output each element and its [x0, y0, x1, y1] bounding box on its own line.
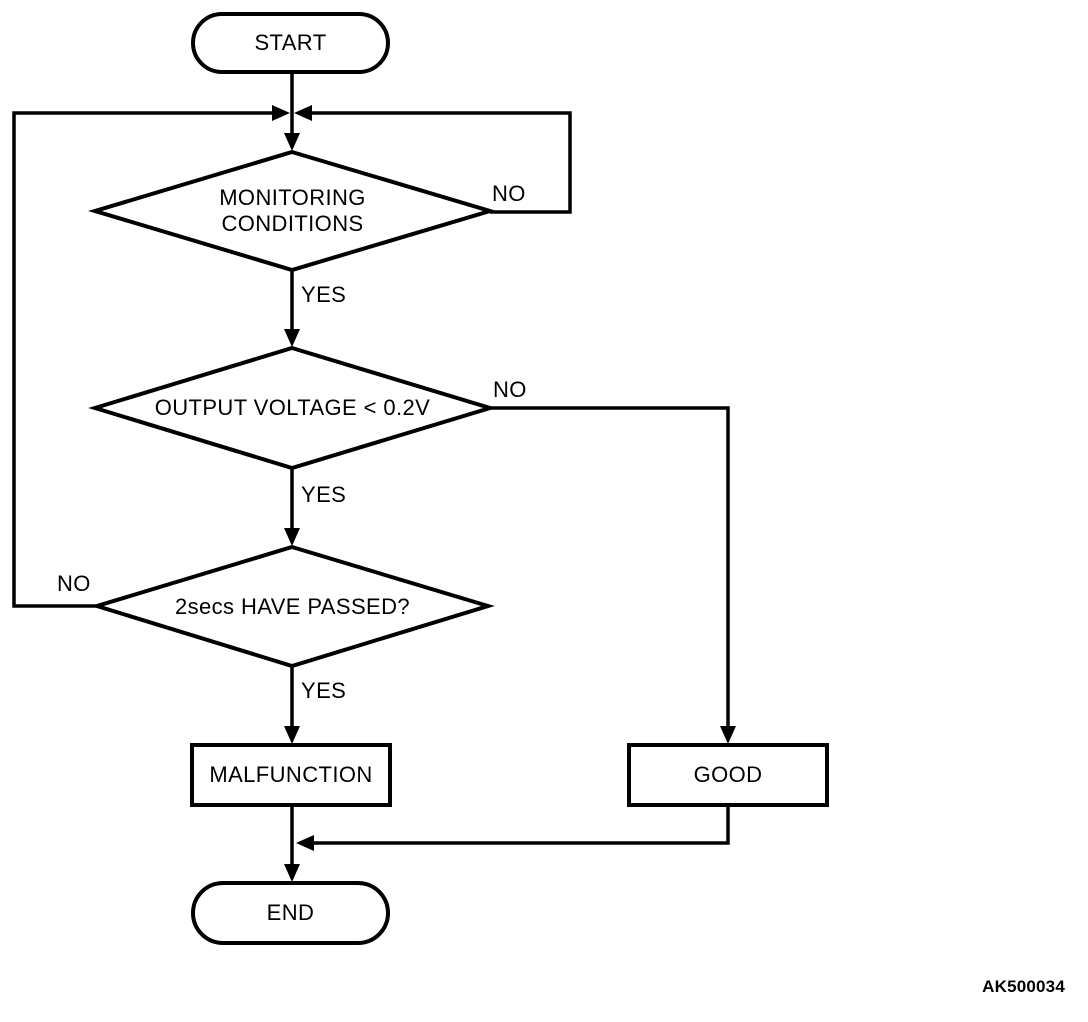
passed-decision-shape [90, 544, 495, 669]
edge-label-monitoring-no: NO [492, 181, 526, 206]
connector-monitoring-no-loop [310, 111, 572, 214]
connector-good-to-merge [312, 805, 730, 845]
good-process-shape [627, 743, 829, 807]
edge-label-voltage-yes: YES [301, 482, 347, 507]
start-terminator-shape [191, 12, 390, 74]
edge-label-voltage-no: NO [493, 377, 527, 402]
voltage-decision-shape [88, 345, 497, 471]
edge-label-passed-no: NO [57, 571, 91, 596]
arrowhead-junction-right [294, 105, 312, 121]
malfunction-process-shape [190, 743, 392, 807]
malfunction-label: MALFUNCTION [209, 762, 373, 787]
edge-label-monitoring-yes: YES [301, 282, 347, 307]
connector-voltage-no [490, 406, 730, 731]
arrowhead-into-good [720, 726, 736, 744]
end-terminator-shape [191, 881, 390, 945]
passed-decision-label: 2secs HAVE PASSED? [174, 593, 411, 619]
arrowhead-into-monitoring [284, 133, 300, 151]
monitoring-decision-shape [88, 149, 498, 273]
monitoring-decision-label-line1: MONITORING [219, 185, 366, 210]
figure-code: AK500034 [982, 977, 1065, 996]
arrowhead-into-malfunction [284, 726, 300, 744]
arrowhead-merge-left [296, 835, 314, 851]
edge-label-passed-yes: YES [301, 678, 347, 703]
end-label: END [266, 900, 315, 925]
good-label: GOOD [693, 762, 763, 787]
arrowhead-into-passed [284, 528, 300, 546]
monitoring-decision-label: MONITORING CONDITIONS [95, 152, 490, 270]
start-label: START [254, 30, 327, 55]
monitoring-decision-label-line2: CONDITIONS [221, 211, 364, 236]
arrowhead-into-voltage [284, 329, 300, 347]
voltage-decision-label: OUTPUT VOLTAGE < 0.2V [154, 395, 431, 420]
connector-passed-no-loop [12, 111, 274, 608]
arrowhead-junction-left [272, 105, 290, 121]
arrowhead-into-end [284, 864, 300, 882]
